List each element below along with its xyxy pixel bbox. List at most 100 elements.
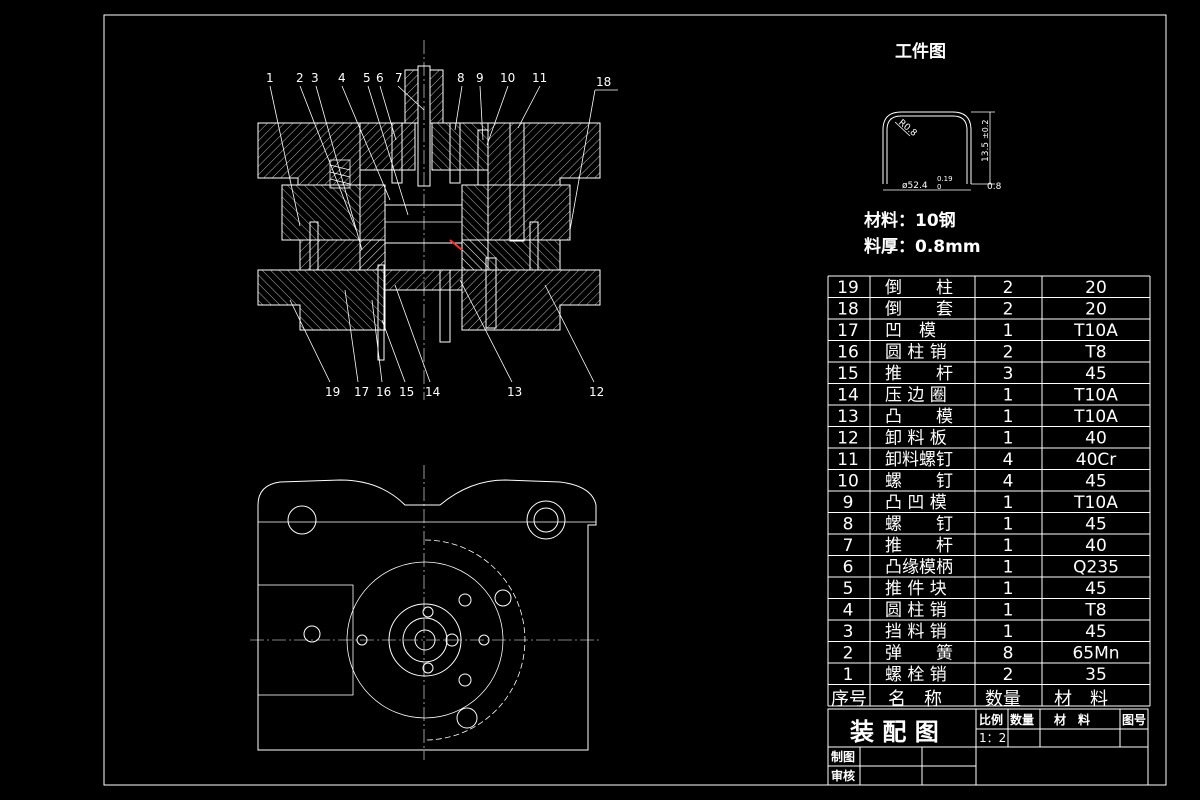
bom-row-name: 推 杆 bbox=[885, 536, 953, 556]
leader-label: 16 bbox=[376, 385, 391, 399]
workpiece-drawing: 工件图 R0.8 ø52.4 0.19 0 13.5 ±0.2 0.8 材料：1… bbox=[864, 41, 1002, 257]
bom-row-qty: 1 bbox=[1003, 493, 1014, 513]
bom-row-no: 15 bbox=[837, 364, 859, 384]
thickness-dimension: 0.8 bbox=[987, 182, 1002, 192]
bom-row-material: T10A bbox=[1073, 407, 1118, 427]
height-label: 13.5 bbox=[981, 142, 991, 162]
bom-row-material: 20 bbox=[1085, 278, 1107, 298]
bom-row-qty: 4 bbox=[1003, 450, 1014, 470]
bom-row-name: 弹 簧 bbox=[885, 644, 953, 664]
bom-row-no: 4 bbox=[843, 601, 854, 621]
leader-label: 9 bbox=[476, 71, 484, 85]
scale-value: 1：2 bbox=[979, 731, 1006, 745]
bom-row-qty: 1 bbox=[1003, 321, 1014, 341]
bom-row-name: 倒 柱 bbox=[885, 278, 953, 298]
leader-label: 2 bbox=[296, 71, 304, 85]
bom-row-qty: 2 bbox=[1003, 278, 1014, 298]
bom-row-name: 推 杆 bbox=[885, 364, 953, 384]
bom-row-material: 45 bbox=[1085, 622, 1107, 642]
bom-row-name: 凸缘模柄 bbox=[885, 558, 953, 578]
leader-label: 8 bbox=[457, 71, 465, 85]
bom-row-no: 3 bbox=[843, 622, 854, 642]
bom-row-no: 7 bbox=[843, 536, 854, 556]
leader-lines-top bbox=[269, 85, 618, 251]
bom-row-qty: 1 bbox=[1003, 558, 1014, 578]
material-note: 材料：10钢 bbox=[864, 210, 956, 231]
bom-row-name: 凸 凹 模 bbox=[885, 493, 947, 513]
bom-row-qty: 3 bbox=[1003, 364, 1014, 384]
leader-label: 4 bbox=[338, 71, 346, 85]
bom-row-no: 8 bbox=[843, 515, 854, 535]
bom-row-name: 螺 栓 销 bbox=[885, 665, 947, 685]
bom-row-qty: 1 bbox=[1003, 601, 1014, 621]
bom-row-name: 卸 料 板 bbox=[885, 429, 947, 449]
diameter-label: ø52.4 bbox=[902, 181, 928, 191]
outer-border bbox=[103, 14, 1167, 786]
bom-row-no: 16 bbox=[837, 343, 859, 363]
bom-row-material: T10A bbox=[1073, 386, 1118, 406]
workpiece-title: 工件图 bbox=[895, 41, 946, 62]
bom-row-name: 凸 模 bbox=[885, 407, 953, 427]
leader-label: 10 bbox=[500, 71, 515, 85]
leader-labels-top: 1 2 3 4 5 6 7 8 9 10 11 18 bbox=[266, 71, 611, 89]
bom-row-no: 17 bbox=[837, 321, 859, 341]
bom-row-no: 11 bbox=[837, 450, 859, 470]
bom-row-name: 压 边 圈 bbox=[885, 386, 947, 406]
bom-row-no: 13 bbox=[837, 407, 859, 427]
bom-row-name: 圆 柱 销 bbox=[885, 601, 947, 621]
bom-row-qty: 2 bbox=[1003, 665, 1014, 685]
bom-row-qty: 2 bbox=[1003, 343, 1014, 363]
bom-row-material: 35 bbox=[1085, 665, 1107, 685]
plan-view bbox=[250, 465, 600, 760]
bom-row-qty: 8 bbox=[1003, 644, 1014, 664]
leader-label: 3 bbox=[311, 71, 319, 85]
bom-row-name: 凹 模 bbox=[885, 321, 936, 341]
bom-row-name: 螺 钉 bbox=[885, 515, 953, 535]
bom-header-material: 材 料 bbox=[1054, 689, 1108, 710]
leader-label: 17 bbox=[354, 385, 369, 399]
bom-row-material: 45 bbox=[1085, 472, 1107, 492]
bom-row-no: 6 bbox=[843, 558, 854, 578]
thickness-note: 料厚：0.8mm bbox=[864, 236, 981, 257]
bom-row-material: 65Mn bbox=[1072, 644, 1119, 664]
bom-row-name: 螺 钉 bbox=[885, 472, 953, 492]
bom-row-qty: 4 bbox=[1003, 472, 1014, 492]
bom-row-qty: 1 bbox=[1003, 407, 1014, 427]
leader-label: 5 bbox=[363, 71, 371, 85]
bom-row-material: T10A bbox=[1073, 321, 1118, 341]
bom-row-material: 40 bbox=[1085, 429, 1107, 449]
bom-row-material: T8 bbox=[1084, 601, 1106, 621]
bom-row-no: 14 bbox=[837, 386, 859, 406]
bom-row-name: 推 件 块 bbox=[885, 579, 947, 599]
bom-row-no: 1 bbox=[843, 665, 854, 685]
bom-header-name: 名 称 bbox=[888, 689, 942, 710]
leader-label: 15 bbox=[399, 385, 414, 399]
qty-label: 数量 bbox=[1010, 712, 1034, 727]
leader-label: 12 bbox=[589, 385, 604, 399]
radius-label: R0.8 bbox=[896, 118, 918, 139]
bom-row-name: 卸料螺钉 bbox=[885, 450, 953, 470]
bom-row-name: 圆 柱 销 bbox=[885, 343, 947, 363]
leader-label: 1 bbox=[266, 71, 274, 85]
title-block: 装 配 图 比例 数量 材 料 图号 1：2 制图 审核 bbox=[827, 708, 1149, 786]
tolerance-upper: 0.19 bbox=[937, 175, 953, 183]
bom-row-material: Q235 bbox=[1073, 558, 1119, 578]
bom-row-material: 45 bbox=[1085, 515, 1107, 535]
bom-row-qty: 1 bbox=[1003, 536, 1014, 556]
bom-row-material: T8 bbox=[1084, 343, 1106, 363]
bom-row-qty: 1 bbox=[1003, 622, 1014, 642]
bom-header-no: 序号 bbox=[831, 689, 867, 710]
bom-row-no: 18 bbox=[837, 300, 859, 320]
section-view bbox=[257, 40, 601, 400]
leader-label: 19 bbox=[325, 385, 340, 399]
drawing-no-label: 图号 bbox=[1122, 712, 1146, 727]
material-label: 材 料 bbox=[1053, 712, 1090, 727]
bom-row-qty: 1 bbox=[1003, 515, 1014, 535]
bom-row-material: 45 bbox=[1085, 579, 1107, 599]
bom-row-qty: 1 bbox=[1003, 579, 1014, 599]
leader-label: 14 bbox=[425, 385, 440, 399]
bom-row-qty: 1 bbox=[1003, 429, 1014, 449]
leader-label: 7 bbox=[395, 71, 403, 85]
bom-row-material: 20 bbox=[1085, 300, 1107, 320]
